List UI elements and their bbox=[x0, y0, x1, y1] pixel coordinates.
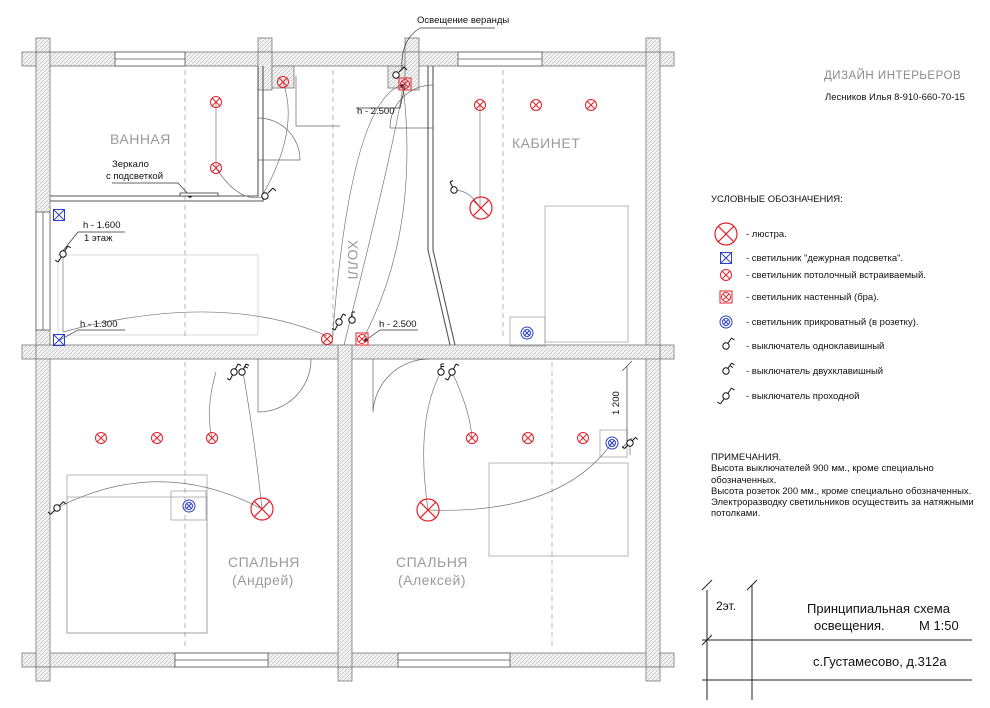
legend-title: УСЛОВНЫЕ ОБОЗНАЧЕНИЯ: bbox=[711, 194, 843, 205]
pass-through-switch-icon bbox=[717, 387, 735, 405]
fixtures bbox=[47, 66, 639, 522]
notes-line-3: Электроразводку светильников осуществить… bbox=[711, 497, 974, 520]
single-switch-icon bbox=[348, 311, 356, 324]
legend-item-label: - светильник потолочный встраиваемый. bbox=[746, 269, 926, 281]
ceiling-recessed-light-icon bbox=[474, 99, 486, 111]
notes-line-2: Высота розеток 200 мм., кроме специально… bbox=[711, 485, 972, 497]
ceiling-recessed-light-icon bbox=[466, 432, 478, 444]
ceiling-recessed-light-icon bbox=[585, 99, 597, 111]
room-label-bathroom: ВАННАЯ bbox=[110, 131, 171, 147]
ceiling-recessed-light-icon bbox=[321, 333, 333, 345]
floor-1-label: 1 этаж bbox=[84, 233, 113, 244]
legend-item-label: - выключатель одноклавишный bbox=[746, 340, 885, 352]
ceiling-recessed-light-icon bbox=[277, 76, 289, 88]
leaders bbox=[59, 27, 495, 342]
author-contact: Лесников Илья 8-910-660-70-15 bbox=[825, 92, 965, 103]
wall-sconce-icon bbox=[398, 77, 412, 91]
title-block-title-line1: Принципиальная схема bbox=[807, 601, 950, 616]
legend-item: - светильник потолочный встраиваемый. bbox=[712, 265, 926, 285]
company-name: ДИЗАЙН ИНТЕРЬЕРОВ bbox=[824, 70, 962, 82]
title-block-frame bbox=[701, 579, 972, 700]
legend-item: - светильник "дежурная подсветка". bbox=[712, 248, 903, 268]
single-switch-icon bbox=[449, 180, 458, 194]
title-block-title-line2: освещения. bbox=[814, 618, 885, 633]
pass-through-switch-icon bbox=[444, 363, 460, 381]
night-light-icon bbox=[53, 209, 65, 221]
notes: ПРИМЕЧАНИЯ. Высота выключателей 900 мм.,… bbox=[711, 452, 981, 520]
bedside-lamp-icon bbox=[719, 315, 733, 329]
room-label-bedroom2-owner: (Алексей) bbox=[398, 572, 467, 588]
notes-title: ПРИМЕЧАНИЯ. bbox=[711, 452, 782, 463]
title-block-address: с.Густамесово, д.312а bbox=[813, 654, 947, 669]
legend-item: - люстра. bbox=[712, 222, 787, 246]
legend-item-label: - светильник прикроватный (в розетку). bbox=[746, 316, 919, 328]
legend-item-label: - выключатель проходной bbox=[746, 390, 860, 402]
legend-item: - выключатель одноклавишный bbox=[712, 336, 884, 356]
legend-item-label: - светильник настенный (бра). bbox=[746, 291, 880, 303]
furniture bbox=[57, 205, 629, 634]
bedside-lamp-icon bbox=[520, 326, 534, 340]
room-label-hall: ХОЛЛ bbox=[345, 240, 361, 280]
chandelier-icon bbox=[250, 497, 274, 521]
height-label-1300: h - 1.300 bbox=[80, 319, 118, 330]
height-label-2500-mid: h - 2.500 bbox=[379, 319, 417, 330]
legend-item: - выключатель двухклавишный bbox=[712, 361, 883, 381]
veranda-lighting-label: Освещение веранды bbox=[417, 15, 510, 26]
wall-sconce-icon bbox=[355, 332, 369, 346]
single-switch-icon bbox=[392, 66, 408, 79]
dimension-1200 bbox=[621, 360, 633, 449]
legend-item-label: - люстра. bbox=[746, 228, 787, 240]
double-switch-icon bbox=[722, 362, 735, 375]
single-switch-icon bbox=[722, 337, 735, 350]
legend-item: - выключатель проходной bbox=[712, 386, 859, 406]
legend-item: - светильник прикроватный (в розетку). bbox=[712, 312, 919, 332]
room-label-bedroom1-owner: (Андрей) bbox=[232, 572, 294, 588]
mirror-light-icon bbox=[179, 192, 219, 197]
double-switch-icon bbox=[238, 363, 250, 376]
ceiling-recessed-light-icon bbox=[522, 432, 534, 444]
notes-line-1: Высота выключателей 900 мм., кроме специ… bbox=[711, 463, 934, 486]
dimension-1200-label: 1 200 bbox=[611, 391, 622, 415]
pass-through-switch-icon bbox=[47, 501, 67, 515]
legend-item-label: - светильник "дежурная подсветка". bbox=[746, 252, 904, 264]
bedside-lamp-icon bbox=[605, 436, 619, 450]
ceiling-recessed-light-icon bbox=[577, 432, 589, 444]
night-light-icon bbox=[53, 334, 65, 346]
ceiling-recessed-light-icon bbox=[95, 432, 107, 444]
ceiling-recessed-light-icon bbox=[210, 162, 222, 174]
pass-through-switch-icon bbox=[226, 363, 242, 381]
title-block-scale: М 1:50 bbox=[919, 618, 959, 633]
room-label-bedroom1: СПАЛЬНЯ bbox=[228, 554, 300, 570]
title-block-floor: 2эт. bbox=[716, 599, 737, 613]
mirror-label-line2: с подсветкой bbox=[106, 171, 164, 182]
windows bbox=[35, 51, 543, 668]
ceiling-recessed-light-icon bbox=[151, 432, 163, 444]
legend-item: - светильник настенный (бра). bbox=[712, 287, 879, 307]
pass-through-switch-icon bbox=[621, 437, 639, 449]
mirror-label-line1: Зеркало bbox=[112, 159, 149, 170]
bedside-lamp-icon bbox=[182, 499, 196, 513]
double-switch-icon bbox=[437, 363, 445, 376]
wall-sconce-icon bbox=[719, 290, 733, 304]
pass-through-switch-icon bbox=[54, 245, 72, 263]
height-label-1600: h - 1.600 bbox=[83, 220, 121, 231]
ceiling-recessed-light-icon bbox=[210, 96, 222, 108]
chandelier-icon bbox=[416, 498, 440, 522]
night-light-icon bbox=[720, 252, 732, 264]
single-switch-icon bbox=[261, 187, 277, 200]
ceiling-recessed-light-icon bbox=[720, 269, 732, 281]
partitions bbox=[50, 66, 456, 346]
room-label-bedroom2: СПАЛЬНЯ bbox=[396, 554, 468, 570]
legend-item-label: - выключатель двухклавишный bbox=[746, 365, 884, 377]
pass-through-switch-icon bbox=[331, 313, 347, 331]
chandelier-icon bbox=[469, 196, 493, 220]
chandelier-icon bbox=[714, 222, 738, 246]
ceiling-recessed-light-icon bbox=[206, 432, 218, 444]
height-label-2500-top: h - 2.500 bbox=[357, 106, 395, 117]
room-label-study: КАБИНЕТ bbox=[512, 135, 581, 151]
ceiling-recessed-light-icon bbox=[530, 99, 542, 111]
